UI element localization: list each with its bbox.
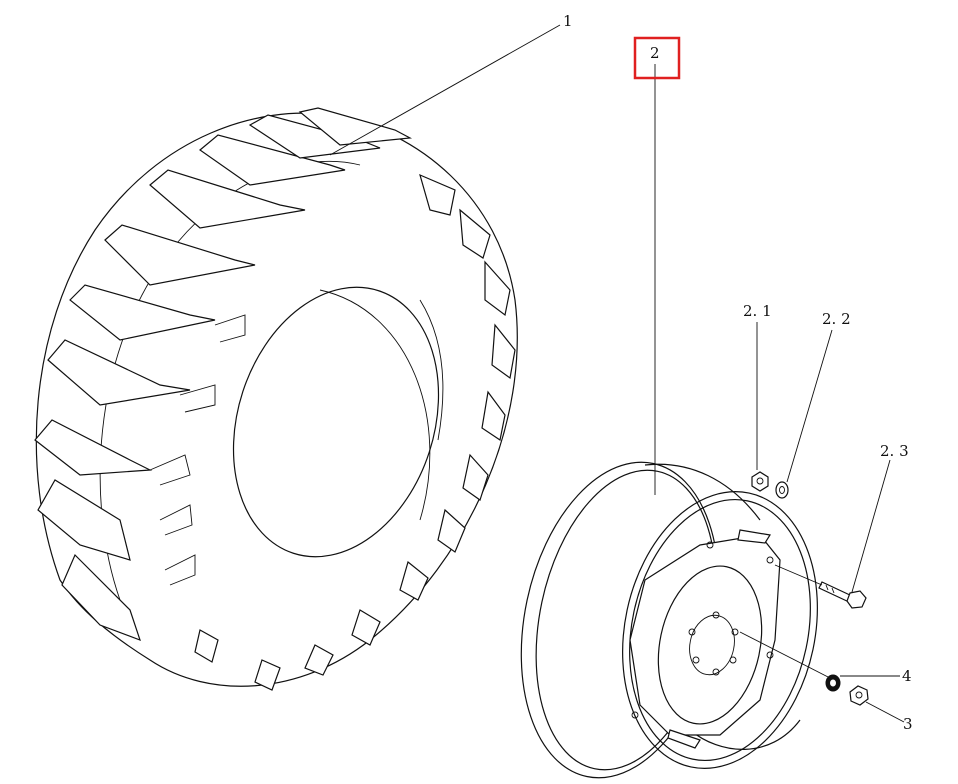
wheel-rim [520, 461, 818, 779]
nut-2-1 [751, 471, 769, 492]
callout-2-3-leader [851, 459, 891, 593]
bolt-2-3 [818, 581, 867, 609]
callout-2-highlight [633, 36, 681, 80]
callout-4-label: 4 [902, 667, 912, 685]
callout-2-3-label: 2. 3 [880, 442, 909, 460]
callout-1-label: 1 [563, 12, 573, 30]
callout-2-2-leader [786, 329, 833, 483]
callout-3-leader [865, 701, 905, 723]
washer-2-2 [775, 481, 789, 499]
rim-bolt-holes [631, 541, 774, 719]
callout-1-leader [329, 24, 561, 156]
callout-2-label: 2 [650, 44, 660, 62]
callout-2-1-label: 2. 1 [743, 302, 772, 320]
callout-2-2-label: 2. 2 [822, 310, 851, 328]
callout-3-label: 3 [903, 715, 913, 733]
nut-3 [849, 685, 869, 706]
tire [34, 107, 518, 691]
washer-4 [825, 674, 841, 692]
